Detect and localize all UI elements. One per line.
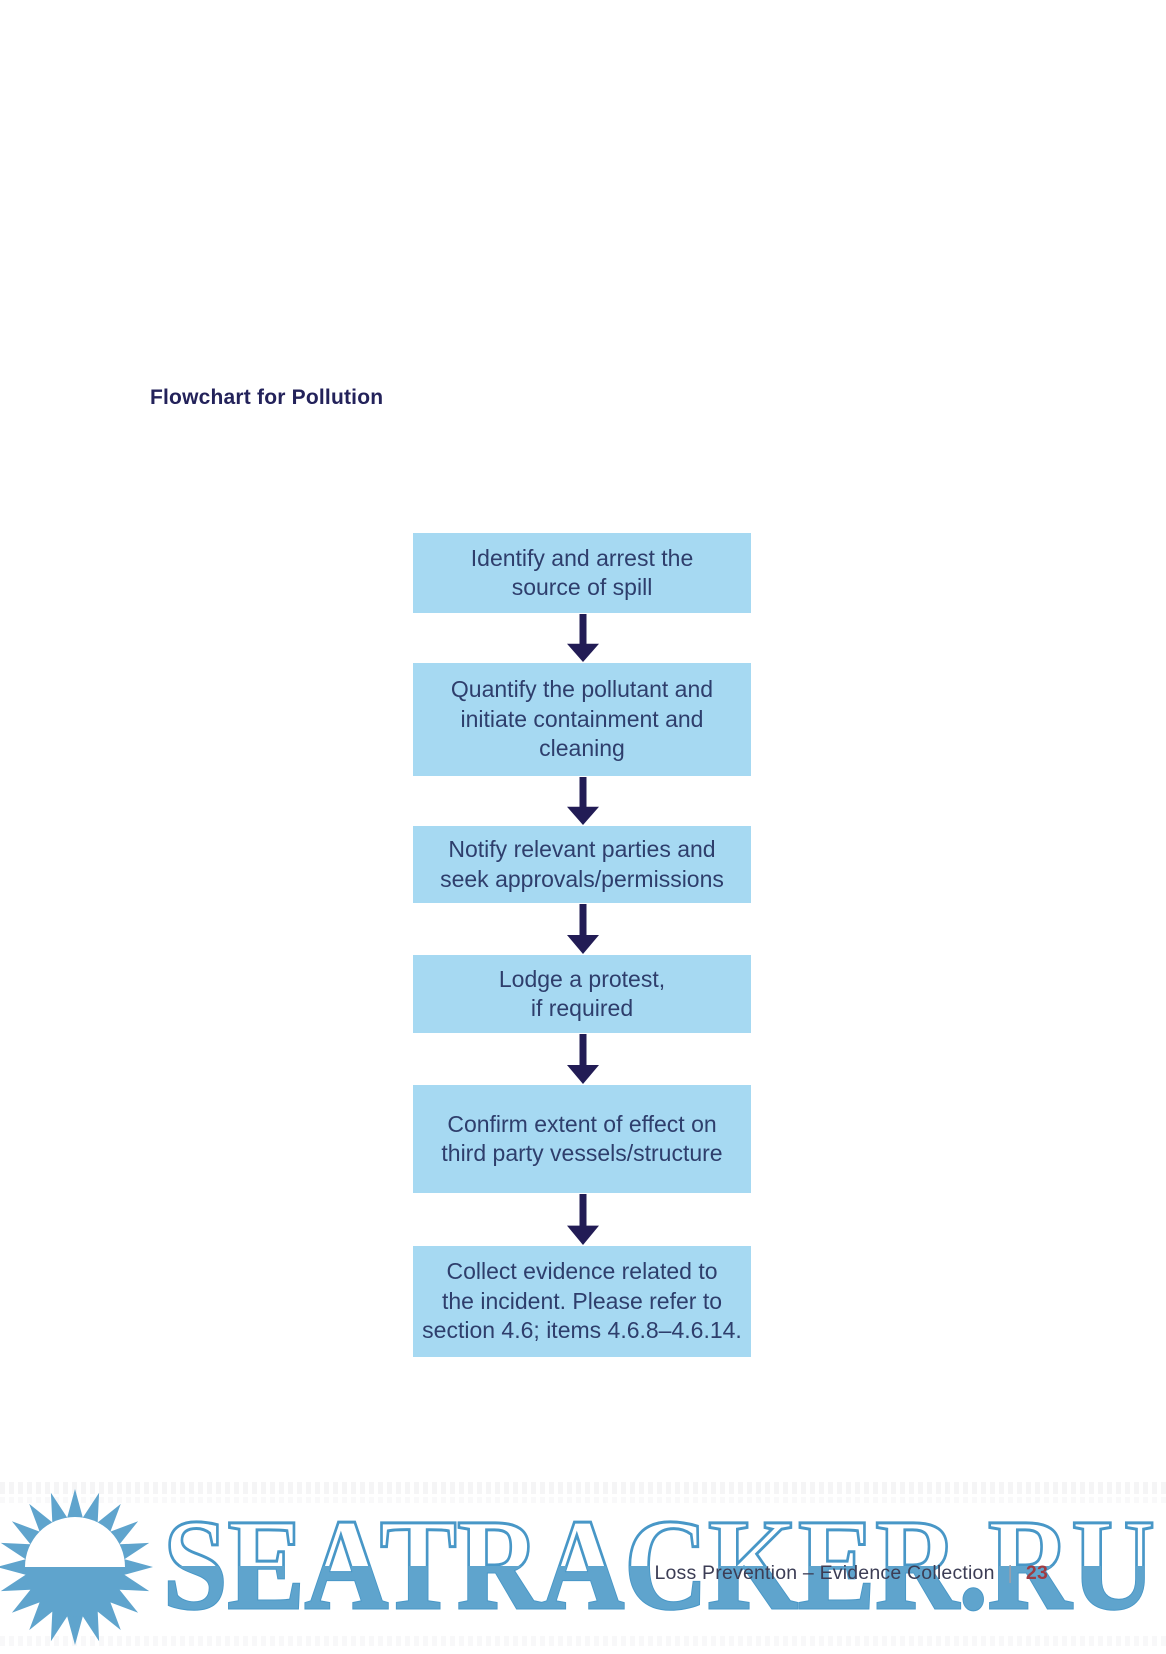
arrow-stem (579, 614, 587, 645)
seatracker-watermark: SEATRACKER.RU SEATRACKER.RU (0, 1489, 1157, 1645)
flow-step-confirm-extent: Confirm extent of effect on third party … (413, 1085, 751, 1193)
page-number: 23 (1025, 1562, 1048, 1584)
arrow-stem (579, 1194, 587, 1227)
arrow-stem (579, 1034, 587, 1066)
watermark-text-solid: SEATRACKER.RU (163, 1493, 1155, 1637)
arrow-head (567, 935, 599, 954)
flow-step-notify-parties: Notify relevant parties and seek approva… (413, 826, 751, 903)
flow-step-identify-source: Identify and arrest the source of spill (413, 533, 751, 613)
page-footer: Loss Prevention – Evidence Collection | … (654, 1560, 1048, 1586)
footer-text: Loss Prevention – Evidence Collection (654, 1562, 995, 1584)
down-arrow-icon (567, 777, 599, 825)
sun-upper-half-icon (25, 1517, 125, 1567)
watermark-text-outline: SEATRACKER.RU (163, 1493, 1155, 1637)
arrow-head (567, 1225, 599, 1245)
down-arrow-icon (567, 614, 599, 662)
flow-step-label: Identify and arrest the source of spill (470, 544, 694, 601)
down-arrow-icon (567, 1194, 599, 1245)
flow-step-label: Quantify the pollutant and initiate cont… (450, 676, 714, 762)
arrow-stem (579, 777, 587, 808)
flow-step-label: Lodge a protest, if required (498, 965, 666, 1022)
flow-step-lodge-protest: Lodge a protest, if required (413, 955, 751, 1033)
flow-step-quantify-pollutant: Quantify the pollutant and initiate cont… (413, 663, 751, 776)
flow-step-label: Notify relevant parties and seek approva… (440, 836, 724, 892)
page-title: Flowchart for Pollution (150, 386, 384, 409)
arrow-head (567, 806, 599, 825)
arrow-head (567, 1065, 599, 1084)
flow-step-collect-evidence: Collect evidence related to the incident… (413, 1246, 751, 1357)
footer-separator: | (1007, 1562, 1013, 1584)
arrow-head (567, 643, 599, 662)
down-arrow-icon (567, 1034, 599, 1084)
down-arrow-icon (567, 904, 599, 954)
flow-step-label: Confirm extent of effect on third party … (441, 1110, 723, 1167)
sun-lower-half-icon (25, 1567, 125, 1617)
arrow-stem (579, 904, 587, 936)
flow-step-label: Collect evidence related to the incident… (422, 1258, 742, 1344)
